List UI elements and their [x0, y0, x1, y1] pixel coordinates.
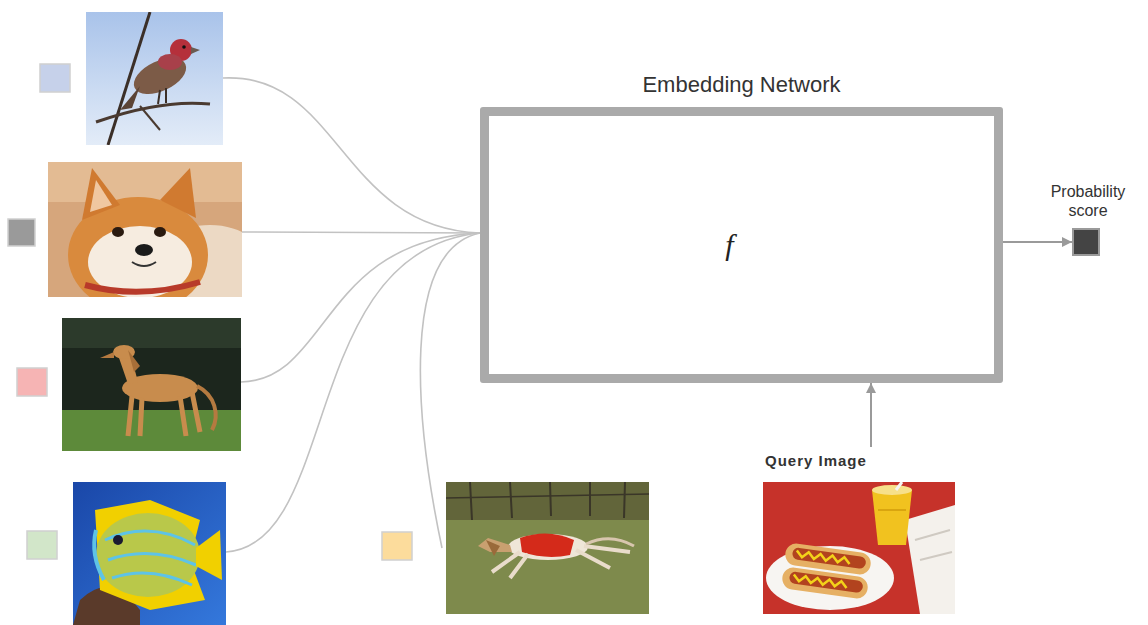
saluki-photo: [62, 318, 241, 451]
output-label: Probability score: [1038, 182, 1138, 220]
query-hotdog-photo: [763, 482, 955, 614]
arrow-connector: [1003, 241, 1072, 243]
probability-score-box: Probability score: [1072, 228, 1100, 256]
network-title: Embedding Network: [469, 72, 1014, 98]
bird-photo: [86, 12, 223, 145]
embedding-network-box: Embedding Networkf: [480, 107, 1003, 383]
arrow-connector: [870, 383, 872, 447]
running-dog-photo: [446, 482, 649, 614]
angelfish-photo: [73, 482, 226, 625]
support-links: [223, 78, 480, 552]
function-symbol: f: [721, 224, 737, 266]
shiba-dog-photo: [48, 162, 242, 297]
query-image-node: Query Image: [763, 447, 979, 614]
query-title: Query Image: [763, 447, 979, 469]
